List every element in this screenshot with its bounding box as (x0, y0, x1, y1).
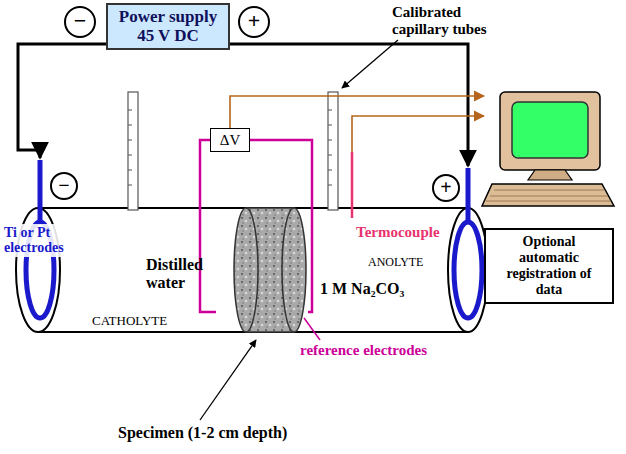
power-wire (18, 44, 468, 166)
thermocouple-wire (351, 152, 354, 218)
part-label: Ti or Pt electrodes (2, 224, 86, 257)
part-label: CATHOLYTE (92, 314, 167, 328)
voltmeter-box: ΔV (210, 128, 250, 152)
box-text: Power supply 45 V DC (116, 8, 220, 45)
part-label: ANOLYTE (368, 256, 423, 269)
reference-electrode-wire (200, 140, 312, 312)
part-label: 1 M Na₂CO₃ (320, 280, 404, 298)
power-supply-box: Power supply 45 V DC (106, 3, 230, 50)
data-registration-box: Optional automatic registration of data (484, 228, 614, 304)
part-label: Specimen (1-2 cm depth) (118, 424, 287, 442)
data-wire (230, 96, 484, 152)
part-label: Distilled water (146, 256, 226, 291)
polarity-sign: + (440, 177, 451, 197)
polarity-sign: − (58, 175, 69, 195)
box-text: Optional automatic registration of data (492, 234, 606, 298)
box-text: ΔV (214, 131, 246, 149)
polarity-sign: − (74, 10, 87, 32)
polarity-sign: + (248, 10, 261, 32)
specimen-disk (234, 208, 306, 332)
electrode (26, 160, 482, 318)
part-label: Calibrated capillary tubes (392, 4, 510, 37)
computer-icon (482, 92, 614, 206)
part-label: Termocouple (356, 224, 440, 241)
capillary-tube (128, 92, 338, 210)
part-label: reference electrodes (300, 342, 427, 359)
cell-body (16, 208, 488, 332)
